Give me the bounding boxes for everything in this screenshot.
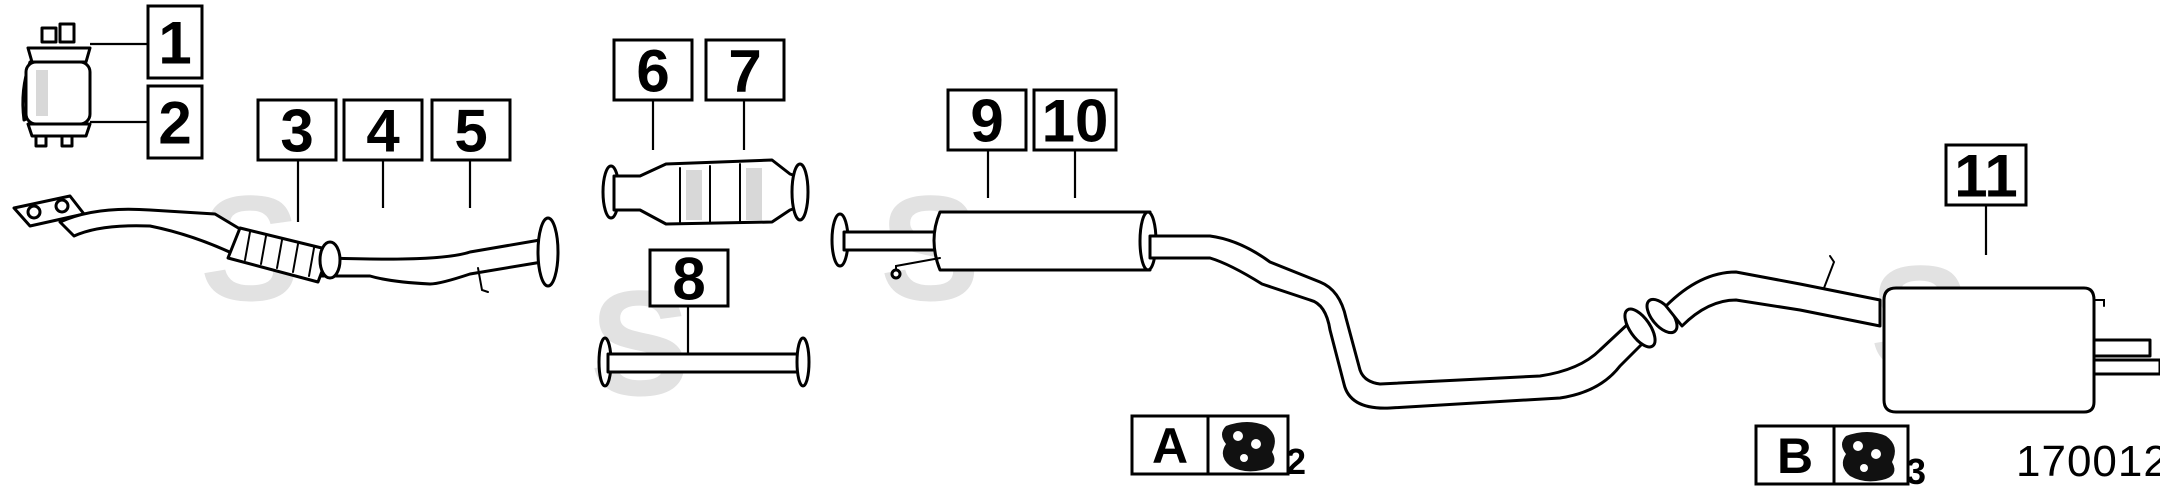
callout-11[interactable]: 11 xyxy=(1944,143,2028,210)
callout-5[interactable]: 5 xyxy=(430,98,512,165)
svg-text:6: 6 xyxy=(636,38,669,105)
callout-2[interactable]: 2 xyxy=(146,84,204,160)
callout-4[interactable]: 4 xyxy=(342,98,424,165)
legend-b[interactable]: B 3 xyxy=(1754,424,1926,492)
center-pipe-part[interactable] xyxy=(597,336,811,388)
svg-text:10: 10 xyxy=(1042,88,1109,155)
svg-text:A: A xyxy=(1152,418,1188,474)
rubber-hanger-icon-b xyxy=(1842,432,1895,482)
svg-text:5: 5 xyxy=(454,98,487,165)
callout-9[interactable]: 9 xyxy=(946,88,1028,155)
gasket-assembly-part[interactable] xyxy=(21,22,92,148)
callout-6[interactable]: 6 xyxy=(612,38,694,105)
diagram-id: 170012 xyxy=(2016,437,2160,486)
rear-muffler-part[interactable] xyxy=(1641,255,2160,414)
svg-text:7: 7 xyxy=(728,38,761,105)
svg-text:2: 2 xyxy=(1286,441,1306,482)
legend-a[interactable]: A 2 xyxy=(1130,414,1306,482)
svg-text:B: B xyxy=(1777,428,1813,484)
front-pipe-part[interactable] xyxy=(12,194,560,293)
callout-10[interactable]: 10 xyxy=(1032,88,1118,155)
callout-3[interactable]: 3 xyxy=(256,98,338,165)
callout-8[interactable]: 8 xyxy=(648,246,730,313)
svg-text:2: 2 xyxy=(158,90,191,157)
rubber-hanger-icon xyxy=(1222,422,1275,472)
rear-pipe-part[interactable] xyxy=(1148,234,1661,410)
catalytic-converter-part[interactable] xyxy=(601,158,810,226)
svg-text:3: 3 xyxy=(1906,451,1926,492)
callout-7[interactable]: 7 xyxy=(704,38,786,105)
svg-text:3: 3 xyxy=(280,98,313,165)
center-muffler-part[interactable] xyxy=(830,210,1158,280)
callout-1[interactable]: 1 xyxy=(146,4,204,80)
svg-text:4: 4 xyxy=(366,98,400,165)
svg-text:9: 9 xyxy=(970,88,1003,155)
svg-text:8: 8 xyxy=(672,246,705,313)
svg-text:1: 1 xyxy=(158,10,191,77)
svg-text:11: 11 xyxy=(1954,143,2017,210)
